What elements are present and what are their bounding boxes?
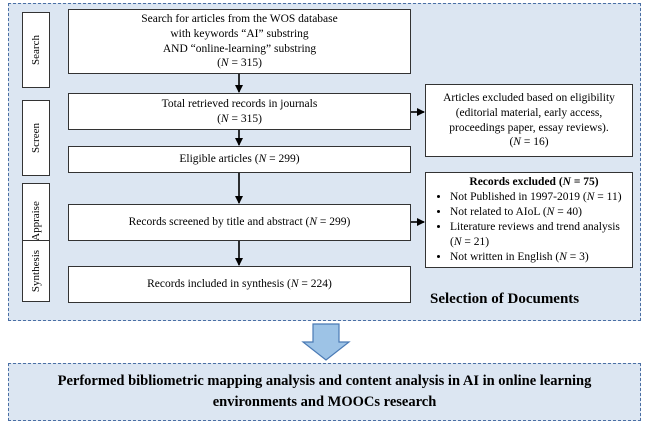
section-title: Selection of Documents [430,291,580,307]
included-label: Records included in synthesis (N = 224) [147,278,332,291]
list-item: Literature reviews and trend analysis (N… [450,220,632,250]
list-item: Not written in English (N = 3) [450,250,632,265]
eligible-box: Eligible articles (N = 299) [68,146,411,173]
excluded-eligibility-box: Articles excluded based on eligibility (… [425,84,633,157]
eligible-label: Eligible articles (N = 299) [179,153,300,166]
retrieved-box: Total retrieved records in journals (N =… [68,93,411,130]
excluded-eligibility-line-1: Articles excluded based on eligibility [443,91,615,104]
excluded-eligibility-line-3: proceedings paper, essay reviews). [449,121,609,134]
stage-search: Search [22,12,50,88]
screened-label: Records screened by title and abstract (… [128,216,351,229]
result-line-2: environments and MOOCs research [212,394,437,410]
list-item: Not related to AIoL (N = 40) [450,205,632,220]
excluded-records-title: Records excluded (N = 75) [469,176,599,189]
screened-box: Records screened by title and abstract (… [68,204,411,241]
search-count: (N = 315) [217,57,262,70]
search-line-2: with keywords “AI” substring [170,27,309,40]
excluded-records-list: Not Published in 1997-2019 (N = 11) Not … [436,190,632,265]
list-item: Not Published in 1997-2019 (N = 11) [450,190,632,205]
result-line-1: Performed bibliometric mapping analysis … [57,372,592,389]
retrieved-count: (N = 315) [217,112,262,125]
included-box: Records included in synthesis (N = 224) [68,266,411,303]
result-panel: Performed bibliometric mapping analysis … [8,363,641,421]
excluded-eligibility-line-2: (editorial material, early access, [455,106,603,119]
search-line-3: AND “online-learning” substring [162,42,317,55]
stage-screen: Screen [22,100,50,176]
down-arrow-icon [301,323,351,361]
retrieved-line-1: Total retrieved records in journals [161,97,318,110]
stage-synthesis: Synthesis [22,240,50,302]
search-box: Search for articles from the WOS databas… [68,9,411,74]
excluded-eligibility-count: (N = 16) [509,136,549,149]
excluded-records-box: Records excluded (N = 75) Not Published … [425,172,633,268]
search-line-1: Search for articles from the WOS databas… [141,12,338,25]
